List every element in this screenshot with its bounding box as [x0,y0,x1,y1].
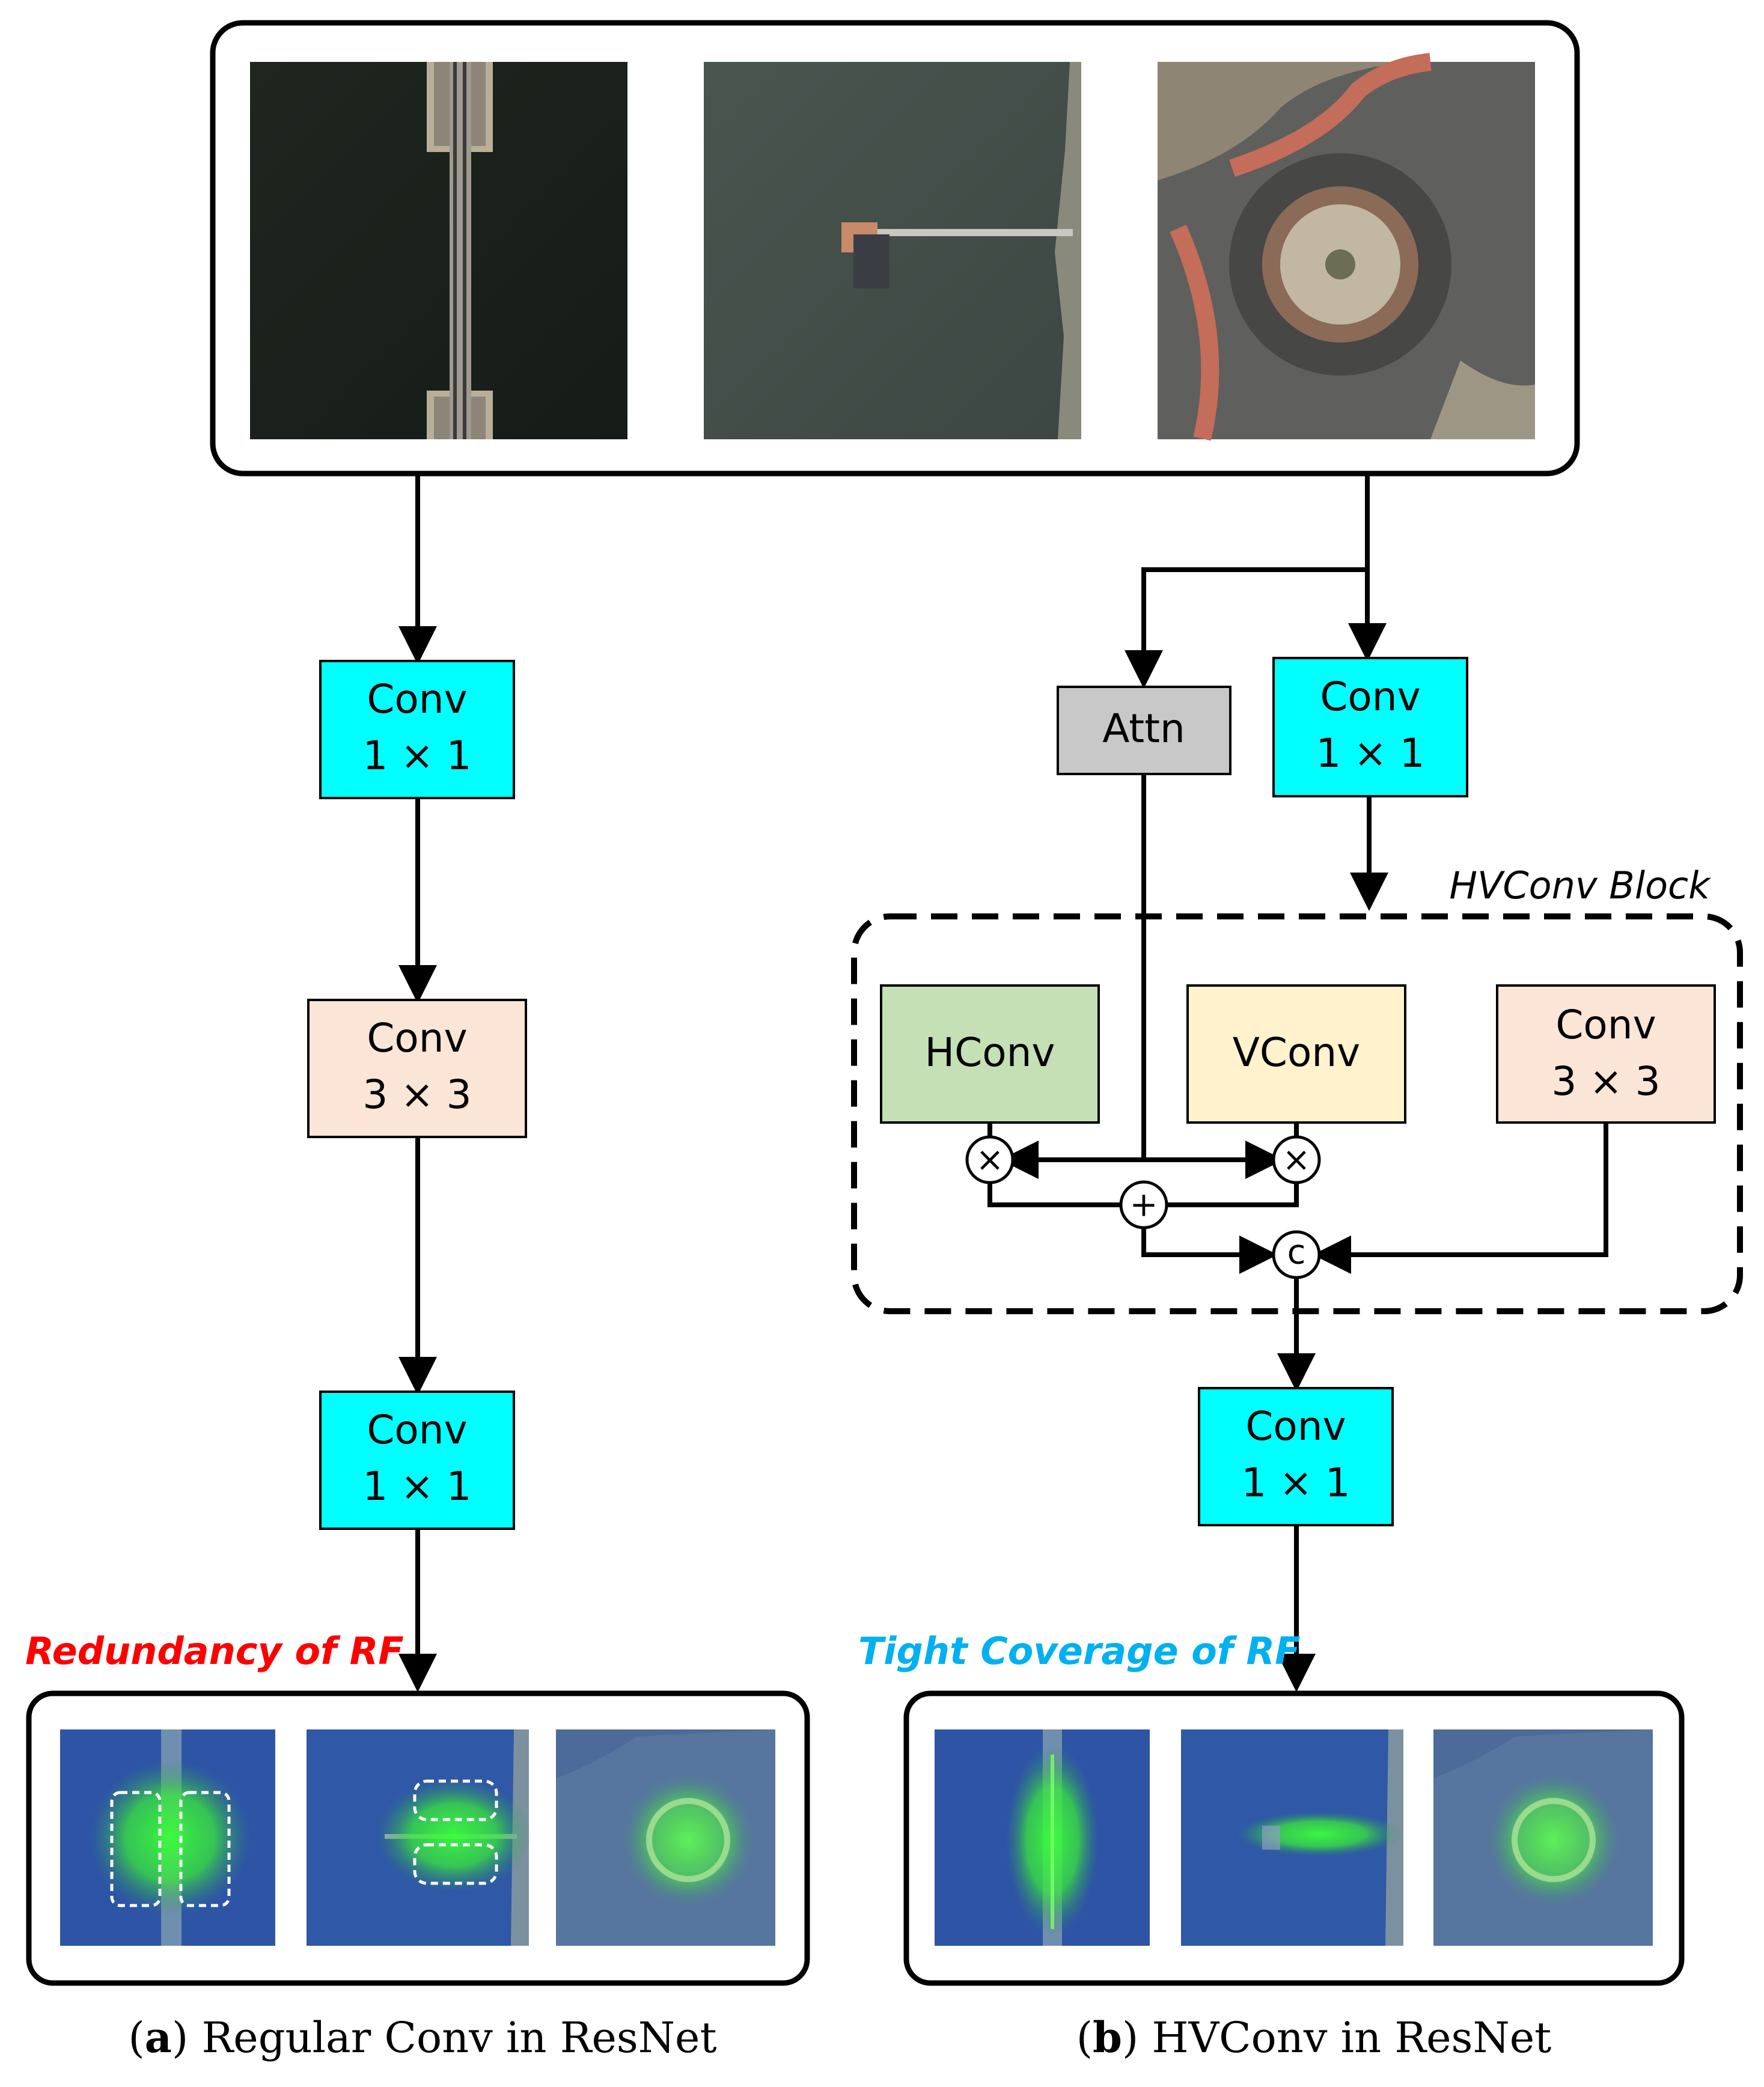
hconv-box [880,984,1100,1124]
bridge-heatmap-redundant [60,1729,275,1946]
conv3x3-right-line1: Conv [1555,1002,1656,1048]
arrow-conv3x3-to-concat [1313,1123,1608,1274]
multiply-left-to-add-line [987,1183,1121,1207]
caption-right-text: ) HVConv in ResNet [1122,2013,1551,2062]
conv1x1-left-bottom-line2: 1 × 1 [362,1463,471,1510]
caption-left-text: ) Regular Conv in ResNet [172,2013,717,2062]
attn-box [1057,686,1231,775]
conv3x3-left-box [307,999,527,1138]
pier-aerial-image [704,62,1081,439]
pier-heatmap-redundant [307,1729,532,1946]
bridge-heatmap-tight [935,1729,1150,1946]
caption-right-letter: b [1093,2012,1122,2062]
caption-right: (b) HVConv in ResNet [1076,2012,1552,2062]
add-symbol: + [1130,1186,1158,1225]
roundabout-heatmap-right [1433,1729,1653,1946]
multiply-right-symbol: × [1283,1141,1311,1180]
conv3x3-left-line2: 3 × 3 [362,1071,471,1118]
note-redundancy-of-rf: Redundancy of RF [25,1629,404,1673]
conv1x1-left-top-line1: Conv [367,676,467,722]
conv1x1-left-top-box [319,660,515,799]
arrow-input-to-attn [1125,474,1370,689]
conv3x3-right-line2: 3 × 3 [1551,1058,1660,1104]
roundabout-aerial-image [1158,53,1535,441]
conv1x1-right-top-box [1272,657,1468,797]
roundabout-heatmap-left [556,1729,775,1946]
conv1x1-right-bottom-line1: Conv [1245,1403,1346,1449]
arrow-add-to-concat [1141,1228,1278,1274]
conv1x1-right-bottom-box [1198,1387,1394,1526]
note-tight-coverage-of-rf: Tight Coverage of RF [858,1629,1301,1673]
vconv-box [1186,984,1406,1124]
conv1x1-right-bottom-line2: 1 × 1 [1241,1460,1350,1506]
conv1x1-left-top-line2: 1 × 1 [362,733,471,779]
hvconv-block-title: HVConv Block [1449,864,1711,907]
multiply-right-to-add-line [1167,1183,1299,1207]
conv3x3-left-line1: Conv [367,1015,467,1061]
conv3x3-right-box [1496,984,1716,1124]
hconv-label: HConv [925,1029,1055,1076]
bridge-aerial-image [250,62,627,439]
attn-label: Attn [1102,705,1185,752]
multiply-left-symbol: × [976,1141,1004,1180]
conv1x1-right-top-line2: 1 × 1 [1316,730,1424,776]
caption-left: (a) Regular Conv in ResNet [128,2012,716,2062]
conv1x1-left-bottom-line1: Conv [367,1407,467,1453]
concat-symbol: c [1287,1233,1306,1272]
vconv-label: VConv [1233,1029,1361,1076]
conv1x1-right-top-line1: Conv [1320,674,1420,720]
pier-heatmap-tight [1181,1729,1403,1946]
caption-left-letter: a [145,2012,172,2062]
